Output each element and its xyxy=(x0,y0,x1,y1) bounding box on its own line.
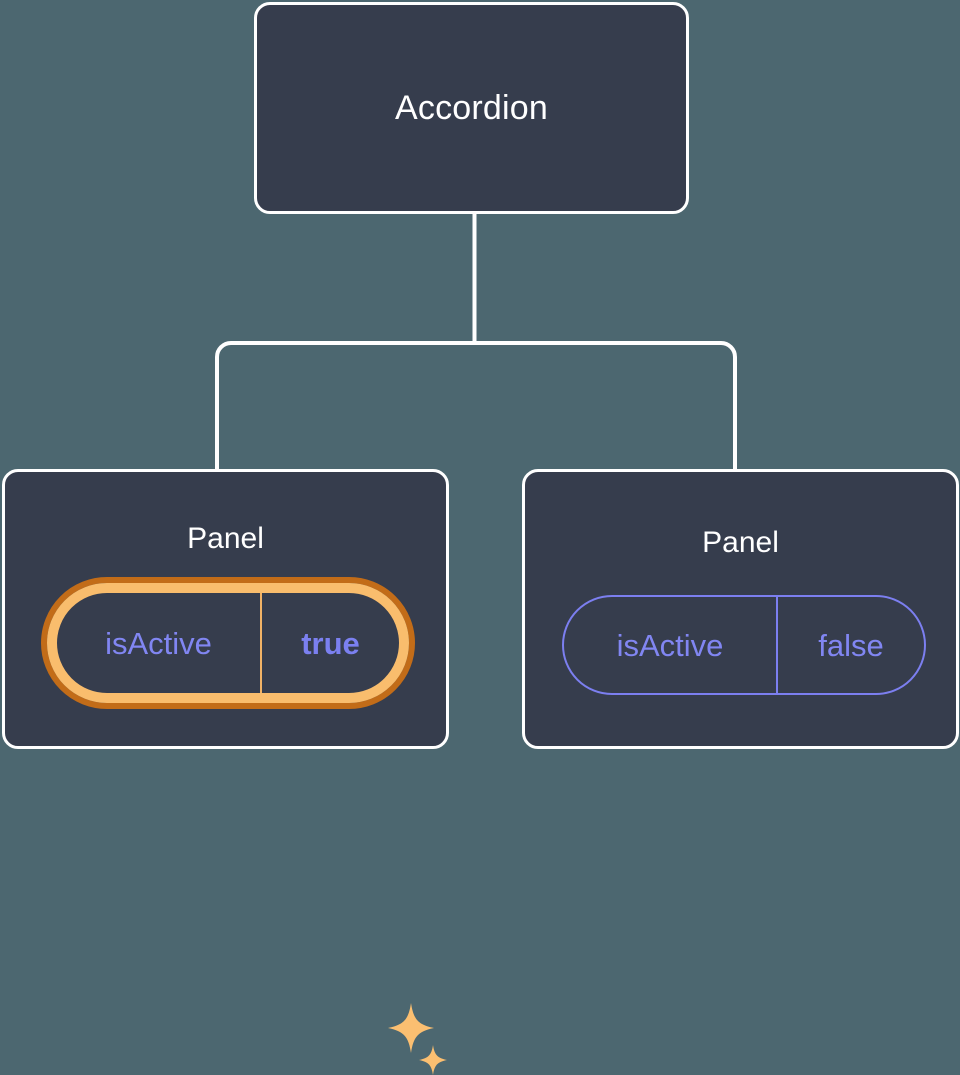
sparkle-icon xyxy=(388,1003,434,1053)
prop-pill-highlight-ring xyxy=(41,577,415,709)
node-panel-inactive[interactable]: Panel isActive false xyxy=(522,469,959,749)
prop-pill-isactive-true[interactable]: isActive true xyxy=(41,577,415,709)
sparkle-small-icon xyxy=(419,1045,447,1075)
node-panel-inactive-label: Panel xyxy=(702,526,779,559)
node-accordion-label: Accordion xyxy=(395,89,548,127)
node-panel-active-label: Panel xyxy=(187,522,264,555)
prop-pill-highlight-body: isActive true xyxy=(47,583,409,703)
prop-pill-isactive-false[interactable]: isActive false xyxy=(562,595,926,695)
prop-key-label: isActive xyxy=(564,597,778,693)
node-accordion[interactable]: Accordion xyxy=(254,2,689,214)
prop-value-label: false xyxy=(818,627,884,663)
node-panel-active[interactable]: Panel isActive true xyxy=(2,469,449,1075)
connector-branch-bar xyxy=(215,341,737,470)
prop-value-label: true xyxy=(301,625,360,661)
prop-key-label: isActive xyxy=(57,593,262,693)
